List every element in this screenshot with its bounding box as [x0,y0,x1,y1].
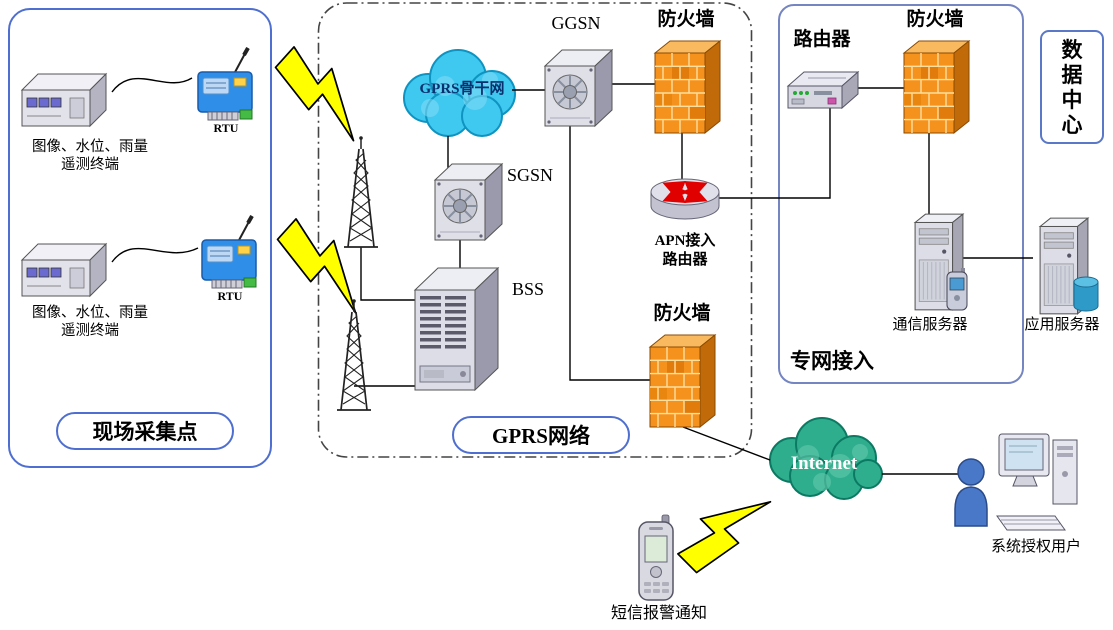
router-label: 路由器 [793,29,851,50]
apn-router-icon [646,168,724,235]
rtu-2-icon [194,212,266,295]
telemetry-terminal-1-icon [20,66,124,139]
rtu-1-label: RTU [213,121,239,135]
ggsn-label: GGSN [551,13,601,33]
telemetry-terminal-2-label: 图像、水位、雨量 遥测终端 [32,305,148,340]
computer-tower-icon [1052,439,1078,505]
authorized-user-icon [953,426,1085,543]
ggsn-server-icon [540,44,616,137]
lightning-bolt-3 [677,500,772,574]
private-access-title: 专网接入 [790,349,874,373]
app-server-icon [1024,214,1104,323]
app-server-label: 应用服务器 [1024,317,1100,333]
internet-label: Internet [790,453,858,474]
cell-tower-2-icon [329,298,379,418]
bss-label: BSS [511,279,545,299]
firewall-right-icon [899,38,971,143]
person-icon [954,458,988,527]
app-server-database-icon [1073,276,1099,312]
comm-server-phone-icon [946,268,968,311]
field-site-panel [8,8,272,468]
firewall-bottom-label: 防火墙 [653,303,711,324]
firewall-bottom-icon [645,332,717,437]
firewall-top-icon [650,38,722,143]
monitor-icon [998,433,1050,487]
firewall-top-label: 防火墙 [657,9,715,30]
comm-server-icon [899,210,979,319]
sms-alert-label: 短信报警通知 [610,605,707,622]
telemetry-terminal-2-icon [20,236,124,309]
gprs-backbone-cloud-label: GPRS骨干网 [419,81,505,97]
gprs-network-title: GPRS网络 [452,416,630,454]
sgsn-label: SGSN [506,165,554,185]
firewall-right-label: 防火墙 [906,9,964,30]
sgsn-server-icon [430,158,506,251]
data-center-box: 数据中心 [1040,30,1104,144]
telemetry-terminal-1-label: 图像、水位、雨量 遥测终端 [32,139,148,174]
cell-tower-1-icon [336,135,386,255]
comm-server-label: 通信服务器 [892,317,968,333]
data-center-label: 数据中心 [1061,38,1083,137]
router-icon [784,66,862,123]
authorized-user-label: 系统授权用户 [990,539,1081,555]
field-site-title: 现场采集点 [56,412,234,450]
mobile-phone-icon [628,514,684,609]
apn-router-label: APN接入 路由器 [654,233,716,268]
bss-server-icon [410,262,502,397]
lightning-bolt-1 [274,46,355,142]
rtu-2-label: RTU [217,289,243,303]
rtu-1-icon [190,44,262,127]
keyboard-icon [996,515,1066,531]
